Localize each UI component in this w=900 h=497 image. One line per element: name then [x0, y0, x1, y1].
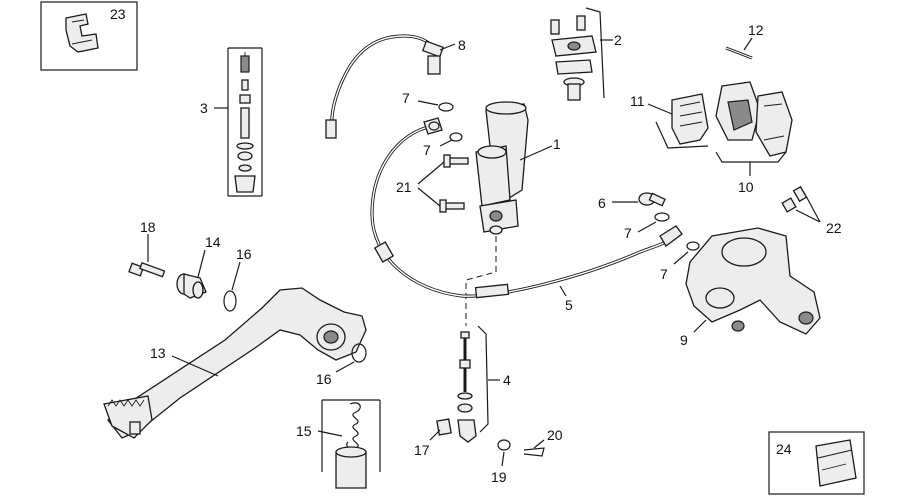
callout-16-lower: 16 — [316, 371, 332, 387]
part-4-pushrod-assembly — [457, 331, 477, 443]
part-12-pad-pin — [725, 46, 753, 60]
callout-4: 4 — [503, 372, 511, 388]
callout-7c: 7 — [624, 225, 632, 241]
part-24-box — [768, 431, 865, 495]
callout-15: 15 — [296, 423, 312, 439]
part-7-banjo-washer-b — [449, 132, 463, 142]
callout-20: 20 — [547, 427, 563, 443]
callout-10: 10 — [738, 179, 754, 195]
callout-5: 5 — [565, 297, 573, 313]
part-17-clevis-pin — [436, 418, 452, 436]
part-18-pivot-bolt — [128, 261, 166, 278]
callout-11: 11 — [630, 93, 645, 109]
part-11-pad-spring — [671, 93, 709, 145]
callout-9: 9 — [680, 332, 688, 348]
callout-12: 12 — [748, 22, 764, 38]
part-19-washer — [497, 439, 511, 451]
callout-21: 21 — [396, 179, 412, 195]
part-15-return-spring — [321, 399, 381, 489]
part-7-washer-c — [654, 212, 670, 222]
part-22-bleeder-screws — [781, 185, 808, 213]
part-16-oring-lower — [351, 343, 367, 363]
part-10-brake-pads — [715, 81, 793, 157]
part-14-bushing — [176, 273, 207, 299]
part-6-banjo-bolt — [638, 192, 666, 207]
callout-22: 22 — [826, 220, 842, 236]
callout-19: 19 — [491, 469, 507, 485]
callout-1: 1 — [553, 136, 561, 152]
callout-16-upper: 16 — [236, 246, 252, 262]
part-23-box — [40, 1, 138, 71]
callout-7a: 7 — [402, 90, 410, 106]
part-13-brake-pedal — [103, 287, 367, 439]
part-9-brake-caliper — [685, 227, 821, 335]
part-1-master-cylinder — [475, 101, 529, 235]
part-7-washer-a — [438, 102, 454, 112]
callout-13: 13 — [150, 345, 166, 361]
callout-14: 14 — [205, 234, 221, 250]
callout-8: 8 — [458, 37, 466, 53]
callout-7b: 7 — [423, 142, 431, 158]
callout-3: 3 — [200, 100, 208, 116]
callout-18: 18 — [140, 219, 156, 235]
callout-7d: 7 — [660, 266, 668, 282]
part-20-cotter-pin — [523, 447, 545, 457]
part-7-washer-d — [686, 241, 700, 251]
part-8-reservoir-hose — [325, 34, 445, 139]
callout-17: 17 — [414, 442, 430, 458]
part-2-reservoir-cap — [550, 15, 597, 101]
callout-6: 6 — [598, 195, 606, 211]
part-5-brake-hose — [370, 117, 683, 299]
callout-24: 24 — [776, 441, 792, 457]
part-21-mounting-bolts — [439, 154, 469, 213]
callout-2: 2 — [614, 32, 622, 48]
callout-23: 23 — [110, 6, 126, 22]
part-16-oring-upper — [223, 290, 237, 312]
part-3-seal-kit — [227, 47, 263, 197]
